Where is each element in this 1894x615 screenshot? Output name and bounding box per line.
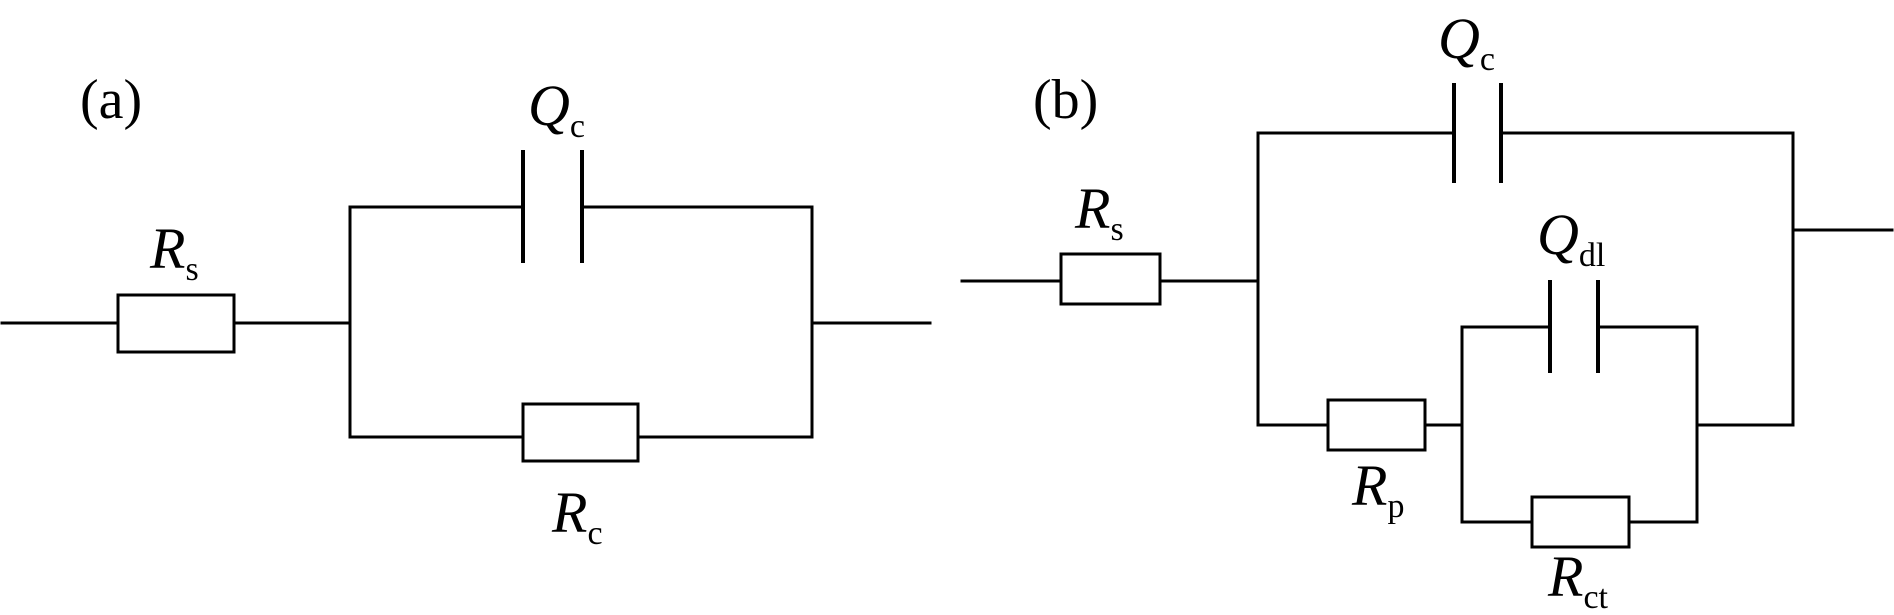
panel-label-b: (b)	[1033, 69, 1098, 131]
label-b-rp: Rp	[1351, 453, 1404, 525]
resistor-b-rp	[1326, 398, 1427, 452]
circuit-b: (b) Rs Qc Rp Qdl	[960, 6, 1894, 615]
label-b-qdl: Qdl	[1537, 202, 1605, 274]
resistor-b-rct	[1530, 495, 1631, 549]
resistor-a-rs	[116, 293, 236, 354]
resistor-b-rs	[1059, 252, 1162, 306]
label-a-rc: Rc	[551, 480, 603, 552]
panel-label-a: (a)	[80, 69, 142, 131]
label-a-qc: Qc	[528, 73, 585, 145]
resistor-a-rc	[521, 402, 640, 463]
label-b-rs: Rs	[1074, 176, 1124, 248]
circuit-a: (a) Rs Qc Rc	[0, 69, 932, 552]
label-b-rct: Rct	[1547, 544, 1609, 615]
label-b-qc: Qc	[1438, 6, 1495, 78]
label-a-rs: Rs	[149, 216, 199, 288]
